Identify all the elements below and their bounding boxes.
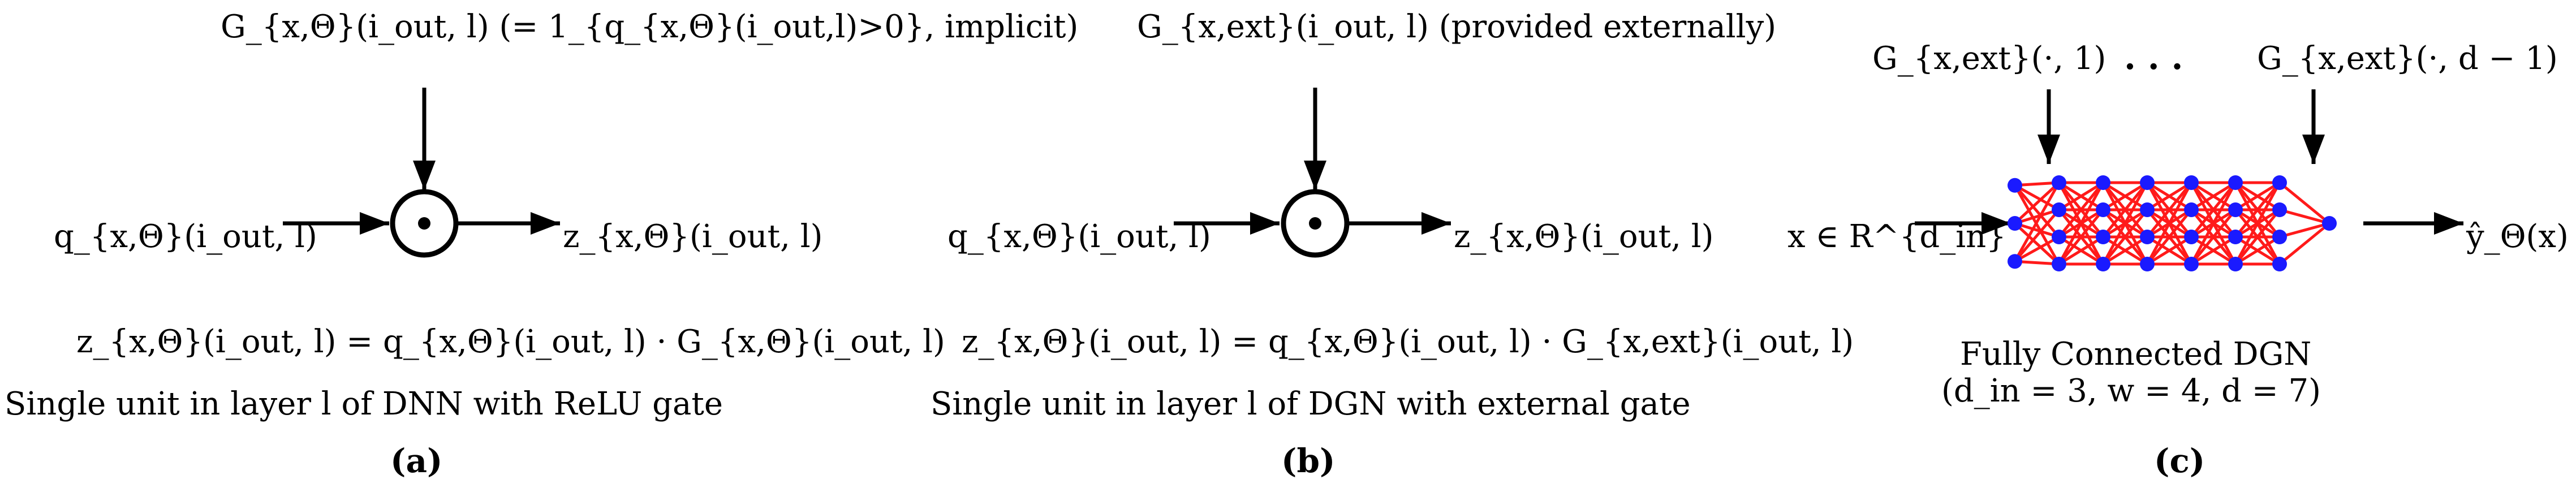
panel-b-caption: Single unit in layer l of DGN with exter… <box>931 386 1691 422</box>
network-node <box>2228 230 2243 244</box>
panel-c-output-label: ŷ_Θ(x) <box>2466 218 2569 255</box>
network-edge <box>2190 235 2237 266</box>
network-edge <box>2234 182 2281 238</box>
network-node <box>2140 230 2155 244</box>
network-edge <box>2058 209 2104 265</box>
network-node <box>2184 257 2199 271</box>
network-node <box>2322 216 2337 231</box>
network-edge <box>2279 208 2330 225</box>
network-edge <box>2279 222 2330 239</box>
network-edge <box>2278 222 2331 265</box>
network-node <box>2096 230 2110 244</box>
network-edge <box>2101 182 2149 265</box>
panel-c-caption: Fully Connected DGN <box>1960 336 2311 373</box>
network-edge <box>2014 209 2060 262</box>
network-node <box>2052 202 2066 217</box>
network-node <box>2052 175 2066 190</box>
network-node <box>2140 175 2155 190</box>
network-edge <box>2014 235 2060 263</box>
network-node <box>2228 202 2243 217</box>
network-edge <box>2146 181 2192 211</box>
network-edge <box>2278 182 2331 224</box>
network-edge <box>2102 235 2148 266</box>
network-node <box>2228 257 2243 271</box>
network-edge <box>2190 181 2237 211</box>
panel-b-input-label: q_{x,Θ}(i_out, l) <box>947 218 1211 255</box>
network-node <box>2184 175 2199 190</box>
network-edge <box>2234 209 2281 265</box>
network-edge <box>2234 182 2281 265</box>
network-node <box>2272 230 2287 244</box>
network-edge <box>2146 209 2192 265</box>
network-edge <box>2146 182 2193 265</box>
panel-c-gate-dots: . . . <box>2124 38 2183 77</box>
network-node <box>2008 178 2022 193</box>
network-node <box>2228 175 2243 190</box>
panel-c-params: (d_in = 3, w = 4, d = 7) <box>1941 373 2321 409</box>
panel-a-output-label: z_{x,Θ}(i_out, l) <box>563 218 822 255</box>
panel-b-equation: z_{x,Θ}(i_out, l) = q_{x,Θ}(i_out, l) · … <box>962 323 1854 360</box>
network-edge <box>2014 182 2060 224</box>
network-node <box>2140 257 2155 271</box>
network-edge <box>2014 208 2060 225</box>
panel-c-gate-label-last: G_{x,ext}(·, d − 1) <box>2257 40 2558 77</box>
network-edge <box>2146 182 2192 238</box>
panel-a-tag: (a) <box>390 442 442 480</box>
network-edge <box>2146 235 2192 266</box>
panel-a-gate-label: G_{x,Θ}(i_out, l) (= 1_{q_{x,Θ}(i_out,l)… <box>221 8 1078 45</box>
network-node <box>2052 230 2066 244</box>
network-edge <box>2102 209 2148 265</box>
network-node <box>2008 216 2022 231</box>
network-edge <box>2190 182 2237 265</box>
network-edge <box>2234 181 2281 211</box>
network-edge <box>2057 182 2105 265</box>
network-edge <box>2014 222 2060 239</box>
network-edge <box>2102 181 2148 211</box>
network-edge <box>2014 184 2060 238</box>
network-node <box>2184 230 2199 244</box>
network-edge <box>2190 209 2237 265</box>
panel-b-output-label: z_{x,Θ}(i_out, l) <box>1454 218 1713 255</box>
network-node <box>2272 257 2287 271</box>
panel-c-gate-label-first: G_{x,ext}(·, 1) <box>1872 40 2106 77</box>
network-edge <box>2234 235 2281 266</box>
panel-a-input-label: q_{x,Θ}(i_out, l) <box>54 218 317 255</box>
panel-a-equation: z_{x,Θ}(i_out, l) = q_{x,Θ}(i_out, l) · … <box>76 323 945 360</box>
network-node <box>2096 257 2110 271</box>
network-edge <box>2014 181 2060 187</box>
network-edge <box>2058 181 2104 211</box>
network-node <box>2272 202 2287 217</box>
network-node <box>2096 202 2110 217</box>
network-edge <box>2014 184 2060 211</box>
panel-a: G_{x,Θ}(i_out, l) (= 1_{q_{x,Θ}(i_out,l)… <box>5 8 1078 480</box>
panel-b-gate-label: G_{x,ext}(i_out, l) (provided externally… <box>1137 8 1776 45</box>
panel-a-multiply-dot <box>418 217 430 230</box>
panel-b-multiply-dot <box>1309 217 1321 230</box>
network-node <box>2184 202 2199 217</box>
panel-a-caption: Single unit in layer l of DNN with ReLU … <box>5 386 723 422</box>
panel-c-tag: (c) <box>2154 442 2205 480</box>
network-node <box>2052 257 2066 271</box>
network-edge <box>2014 222 2060 265</box>
network-edge <box>2014 260 2060 266</box>
network-node <box>2096 175 2110 190</box>
network-edge <box>2102 182 2148 238</box>
network-edge <box>2058 235 2104 266</box>
network-edge <box>2058 182 2104 238</box>
network-node <box>2140 202 2155 217</box>
network-edge <box>2013 182 2061 262</box>
dgn-network <box>2008 175 2337 271</box>
network-node <box>2008 254 2022 269</box>
panel-b-tag: (b) <box>1281 442 1335 480</box>
network-node <box>2272 175 2287 190</box>
panel-c: G_{x,ext}(·, 1) . . . G_{x,ext}(·, d − 1… <box>1787 38 2569 480</box>
network-edge <box>2190 182 2237 238</box>
panel-b: G_{x,ext}(i_out, l) (provided externally… <box>931 8 1854 480</box>
